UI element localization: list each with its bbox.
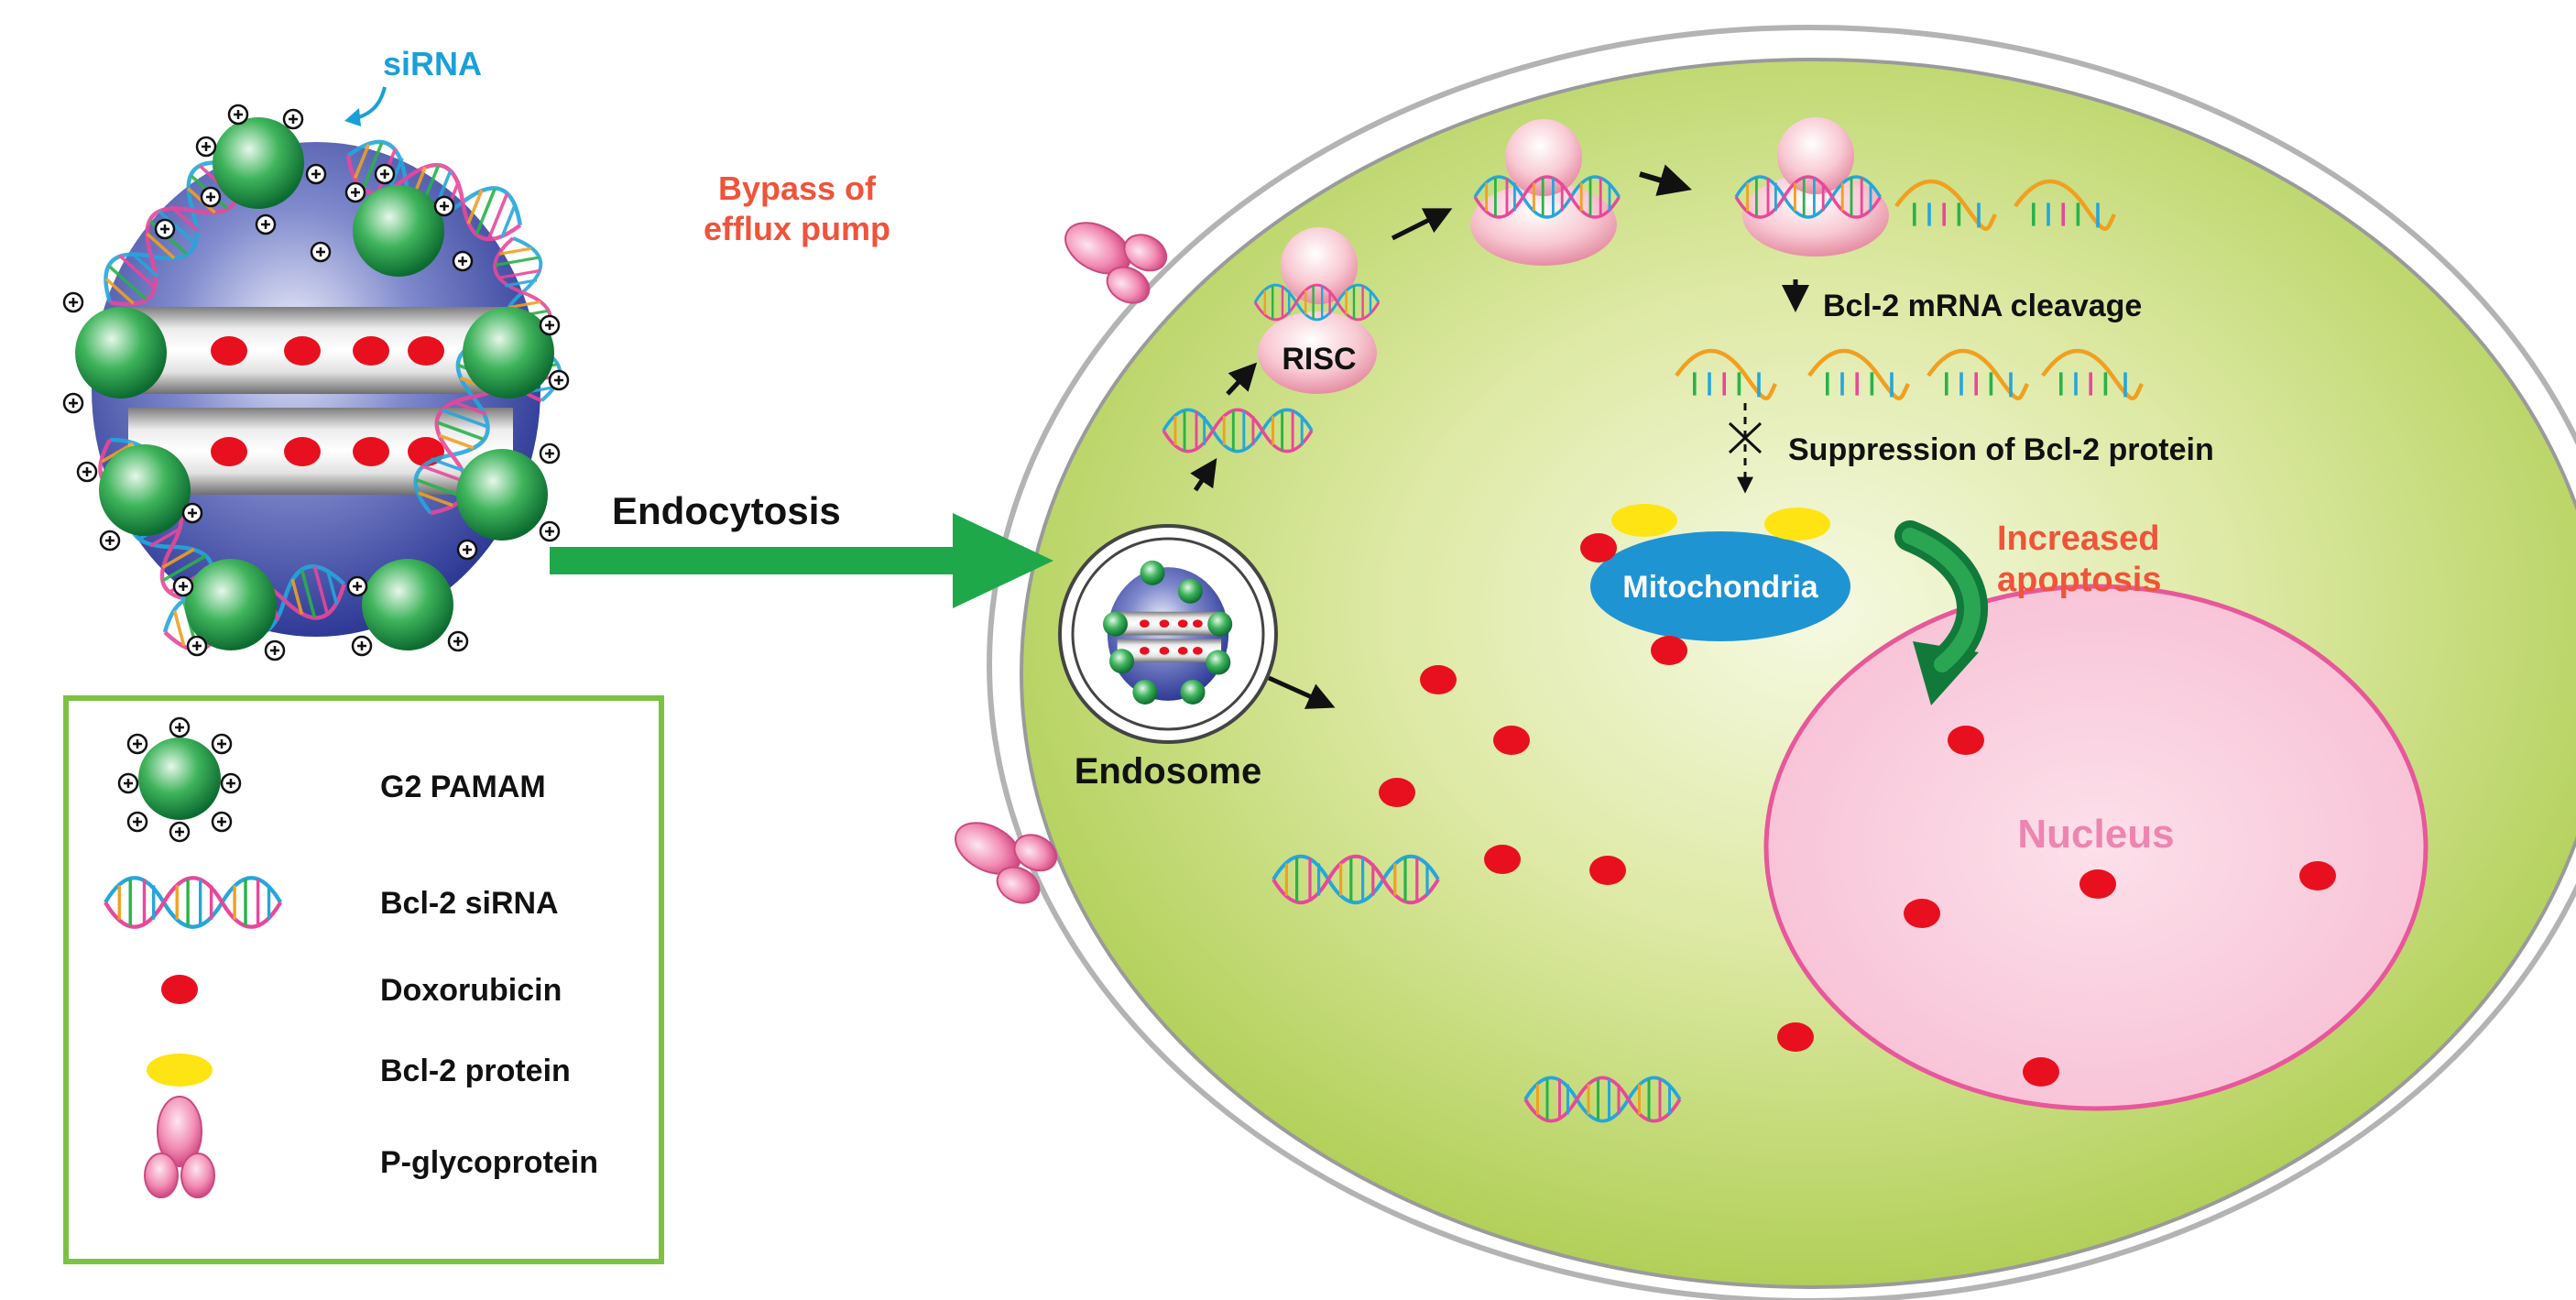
nucleus-label: Nucleus — [2017, 812, 2174, 857]
legend-label-doxorubicin: Doxorubicin — [380, 973, 562, 1008]
arrow-endosome-release — [1267, 675, 1336, 709]
mitochondria — [1590, 531, 1850, 641]
cleavage-label: Bcl-2 mRNA cleavage — [1823, 289, 2142, 323]
pore-channel — [128, 307, 513, 394]
mitochondria-label: Mitochondria — [1622, 570, 1819, 605]
bcl2-protein — [1611, 504, 1677, 537]
red-dot-icon — [161, 975, 198, 1004]
legend-label-pamam: G2 PAMAM — [380, 770, 546, 804]
bypass-label-line2: efflux pump — [704, 210, 890, 247]
legend: G2 PAMAM Bcl-2 siRNA Doxorubicin Bcl-2 p… — [63, 695, 664, 1264]
sirna-label: siRNA — [383, 45, 482, 82]
risc-complex — [1253, 227, 1381, 394]
block-cross — [1728, 421, 1763, 454]
endosome — [1058, 524, 1278, 744]
legend-label-sirna: Bcl-2 siRNA — [380, 886, 559, 921]
arrow-endosome-to-sirna — [1190, 458, 1217, 492]
sirna-pointer-head — [344, 108, 361, 126]
apoptosis-arrow — [1894, 520, 1988, 705]
risc-mrna-binding — [1470, 119, 1621, 266]
endocytosis-arrow — [550, 513, 1053, 608]
arrow-risc-to-mrna — [1391, 208, 1453, 241]
legend-label-pgp: P-glycoprotein — [380, 1145, 598, 1180]
apoptosis-label-line1: Increased — [1997, 519, 2159, 558]
pamam-dendrimers — [75, 117, 554, 650]
arrow-binding-to-cleavage — [1639, 164, 1692, 196]
internalized-nanoparticle — [1102, 560, 1233, 705]
suppression-label: Suppression of Bcl-2 protein — [1788, 432, 2214, 467]
yellow-ellipse-icon — [147, 1054, 213, 1087]
arrow-sirna-to-risc — [1226, 362, 1258, 396]
nanoparticle — [62, 104, 570, 661]
legend-label-bcl2-protein: Bcl-2 protein — [380, 1054, 571, 1088]
loaded-doxorubicin — [211, 336, 444, 466]
free-doxorubicin — [1379, 533, 2336, 1087]
pamam-dendrimer-icon — [117, 716, 242, 843]
bcl2-protein — [1764, 508, 1830, 541]
endocytosis-label: Endocytosis — [612, 489, 841, 532]
risc-label: RISC — [1282, 342, 1356, 377]
risc-mrna-cleaving — [1734, 117, 2114, 257]
apoptosis-label-line2: apoptosis — [1997, 561, 2161, 599]
endosome-label: Endosome — [1075, 751, 1261, 792]
nucleus — [1763, 584, 2429, 1111]
bypass-label-line1: Bypass of — [718, 169, 877, 207]
